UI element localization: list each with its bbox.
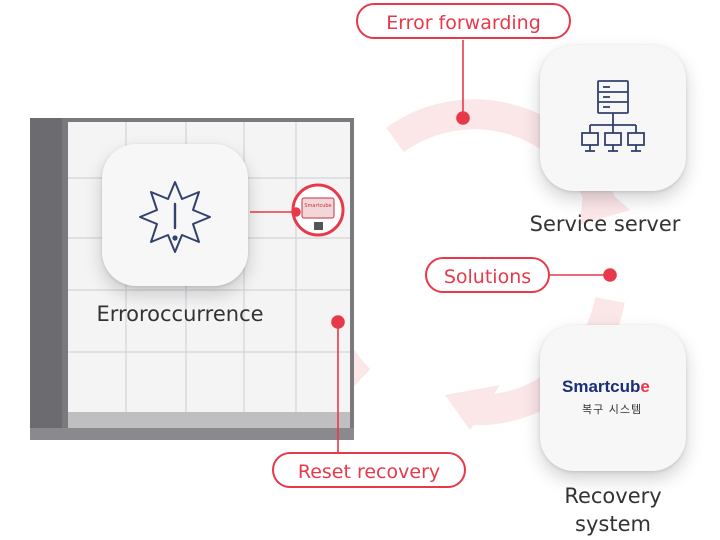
- service-server-card: [540, 45, 686, 191]
- error-caption: Erroroccurrence: [96, 302, 264, 326]
- kiosk-screen-text: Smartcube: [304, 203, 332, 209]
- error-card: [102, 144, 248, 286]
- recovery-system-card: Smartcube 복구 시스템: [540, 325, 686, 471]
- logo-subtitle: 복구 시스템: [582, 403, 643, 416]
- service-server-caption: Service server: [529, 212, 681, 236]
- error-forwarding-label: Error forwarding: [356, 3, 571, 39]
- recovery-caption-line1: Recovery: [564, 484, 662, 508]
- warning-burst-icon: [139, 181, 211, 253]
- cycle-arrowhead-bottom: [445, 385, 500, 430]
- solutions-label: Solutions: [425, 257, 550, 293]
- recovery-system-caption: Recovery system: [513, 482, 713, 538]
- logo-main-text: Smartcub: [562, 377, 641, 396]
- recovery-caption-line2: system: [575, 512, 651, 536]
- logo-accent-text: e: [640, 377, 650, 396]
- reset-recovery-label: Reset recovery: [272, 452, 466, 488]
- smartcube-logo: Smartcube: [562, 377, 650, 397]
- network-server-icon: [581, 80, 645, 152]
- kiosk-highlight: [291, 183, 345, 237]
